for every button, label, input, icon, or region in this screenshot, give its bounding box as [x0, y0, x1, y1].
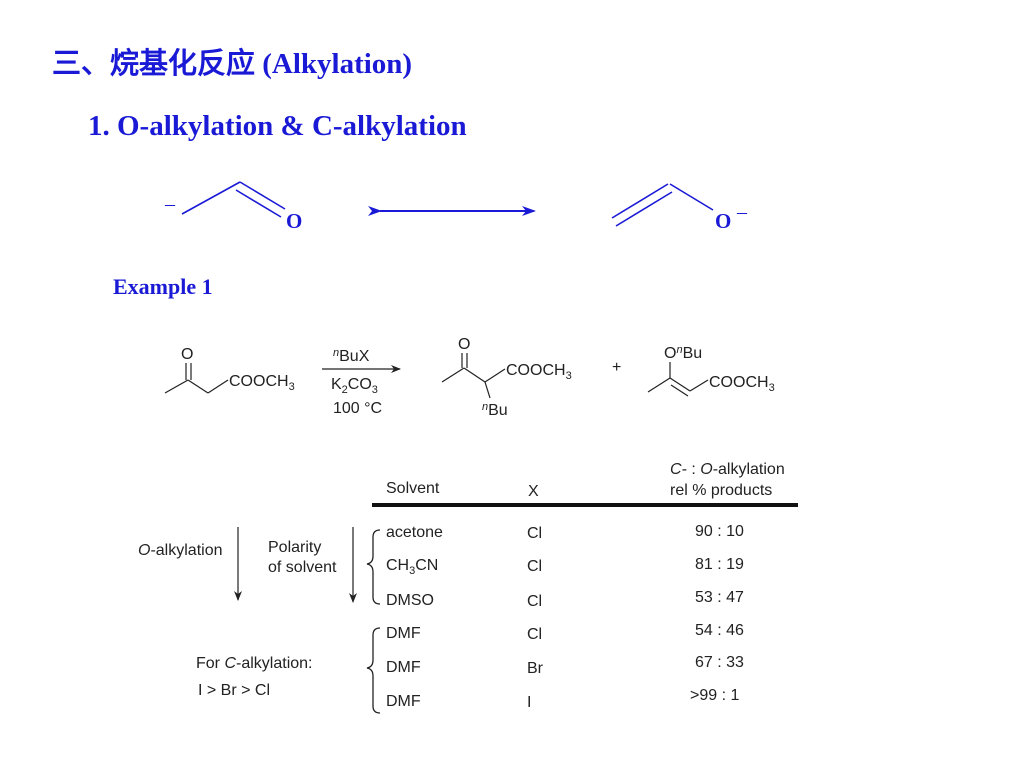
reactant-structure: O COOCH3	[164, 346, 295, 394]
reaction-temperature: 100 °C	[333, 400, 382, 417]
product2-ether: OnBu	[664, 344, 702, 362]
enolate-oxyanion-structure: O –	[611, 183, 748, 233]
svg-text:81 : 19: 81 : 19	[695, 556, 744, 573]
table-row: CH3CN Cl 81 : 19	[386, 556, 744, 577]
oxygen-atom-left: O	[286, 209, 302, 233]
svg-text:>99 : 1: >99 : 1	[690, 687, 739, 704]
svg-text:67 : 33: 67 : 33	[695, 654, 744, 671]
svg-text:Cl: Cl	[527, 558, 542, 575]
section-heading: 1. O-alkylation & C-alkylation	[88, 110, 467, 142]
header-rule	[372, 503, 798, 507]
brace-polar-solvents	[366, 529, 381, 605]
svg-text:Cl: Cl	[527, 626, 542, 643]
side-annotations: O-alkylation Polarity of solvent For C-a…	[138, 527, 357, 699]
polarity-label-line2: of solvent	[268, 559, 337, 576]
header-ratio: C- : O-alkylation	[670, 461, 785, 478]
table-row: DMF Cl 54 : 46	[386, 622, 744, 643]
reactant-ester: COOCH3	[229, 373, 295, 393]
solvent-effect-table: C- : O-alkylation rel % products Solvent…	[366, 461, 798, 714]
product1-oxygen: O	[458, 336, 470, 353]
reaction-conditions: nBuX K2CO3 100 °C	[322, 347, 401, 417]
product1-ester: COOCH3	[506, 362, 572, 382]
svg-text:Cl: Cl	[527, 593, 542, 610]
o-alkylation-label: O-alkylation	[138, 542, 222, 559]
header-solvent: Solvent	[386, 480, 440, 497]
table-row: DMF I >99 : 1	[386, 687, 739, 711]
slide-title: 三、烷基化反应 (Alkylation)	[52, 48, 413, 80]
reagent-butyl-halide: nBuX	[333, 347, 370, 365]
reactant-oxygen: O	[181, 346, 193, 363]
header-x: X	[528, 483, 539, 500]
svg-text:DMSO: DMSO	[386, 592, 434, 609]
svg-text:Br: Br	[527, 660, 544, 677]
negative-charge-right: –	[736, 201, 748, 223]
svg-text:54 : 46: 54 : 46	[695, 622, 744, 639]
halide-order: I > Br > Cl	[198, 682, 270, 699]
svg-text:acetone: acetone	[386, 524, 443, 541]
polarity-label-line1: Polarity	[268, 539, 321, 556]
header-products: rel % products	[670, 482, 772, 499]
product2-ester: COOCH3	[709, 374, 775, 394]
brace-dmf-halides	[366, 627, 381, 714]
svg-text:I: I	[527, 694, 531, 711]
o-alkylation-product: OnBu COOCH3	[647, 344, 775, 397]
negative-charge-left: –	[164, 193, 176, 215]
svg-text:DMF: DMF	[386, 693, 421, 710]
oxygen-atom-right: O	[715, 209, 731, 233]
table-row: DMSO Cl 53 : 47	[386, 589, 744, 610]
svg-text:CH3CN: CH3CN	[386, 557, 438, 577]
svg-text:DMF: DMF	[386, 659, 421, 676]
c-alkylation-product: O COOCH3 nBu	[441, 336, 572, 419]
table-row: acetone Cl 90 : 10	[386, 523, 744, 542]
svg-text:Cl: Cl	[527, 525, 542, 542]
table-row: DMF Br 67 : 33	[386, 654, 744, 677]
svg-text:53 : 47: 53 : 47	[695, 589, 744, 606]
example-label: Example 1	[113, 274, 213, 299]
svg-text:90 : 10: 90 : 10	[695, 523, 744, 540]
plus-sign: +	[612, 359, 621, 376]
reagent-base: K2CO3	[331, 376, 378, 396]
svg-text:DMF: DMF	[386, 625, 421, 642]
c-alkylation-label: For C-alkylation:	[196, 655, 313, 672]
enolate-carbanion-structure: – O	[164, 181, 302, 233]
product1-butyl: nBu	[482, 401, 508, 419]
